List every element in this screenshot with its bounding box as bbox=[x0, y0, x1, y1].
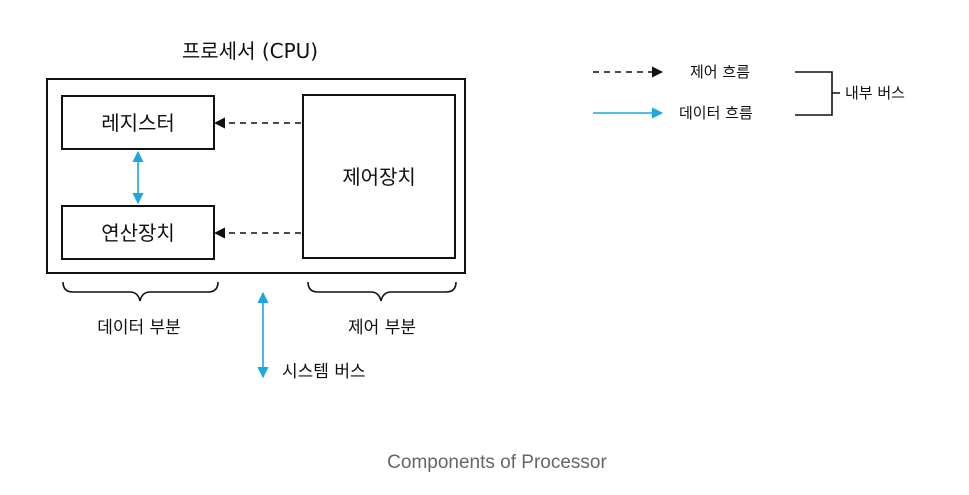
diagram-caption: Components of Processor bbox=[387, 452, 607, 473]
legend: 제어 흐름 데이터 흐름 내부 버스 bbox=[593, 63, 905, 122]
data-part-brace bbox=[62, 281, 219, 302]
internal-bus-label: 내부 버스 bbox=[845, 84, 905, 102]
control-unit-label: 제어장치 bbox=[342, 165, 416, 189]
register-label: 레지스터 bbox=[101, 111, 175, 135]
system-bus-label: 시스템 버스 bbox=[282, 362, 366, 382]
alu-label: 연산장치 bbox=[101, 221, 175, 245]
control-unit-box: 제어장치 bbox=[302, 94, 456, 259]
control-part-brace bbox=[307, 281, 457, 302]
processor-title: 프로세서 (CPU) bbox=[182, 39, 318, 63]
data-part-label: 데이터 부분 bbox=[97, 318, 181, 338]
alu-box: 연산장치 bbox=[61, 205, 215, 260]
register-box: 레지스터 bbox=[61, 95, 215, 150]
legend-control-flow-label: 제어 흐름 bbox=[690, 63, 750, 81]
processor-box bbox=[46, 78, 466, 274]
legend-data-flow-label: 데이터 흐름 bbox=[679, 104, 753, 122]
internal-bus-bracket bbox=[795, 71, 840, 116]
control-part-label: 제어 부분 bbox=[348, 318, 416, 338]
